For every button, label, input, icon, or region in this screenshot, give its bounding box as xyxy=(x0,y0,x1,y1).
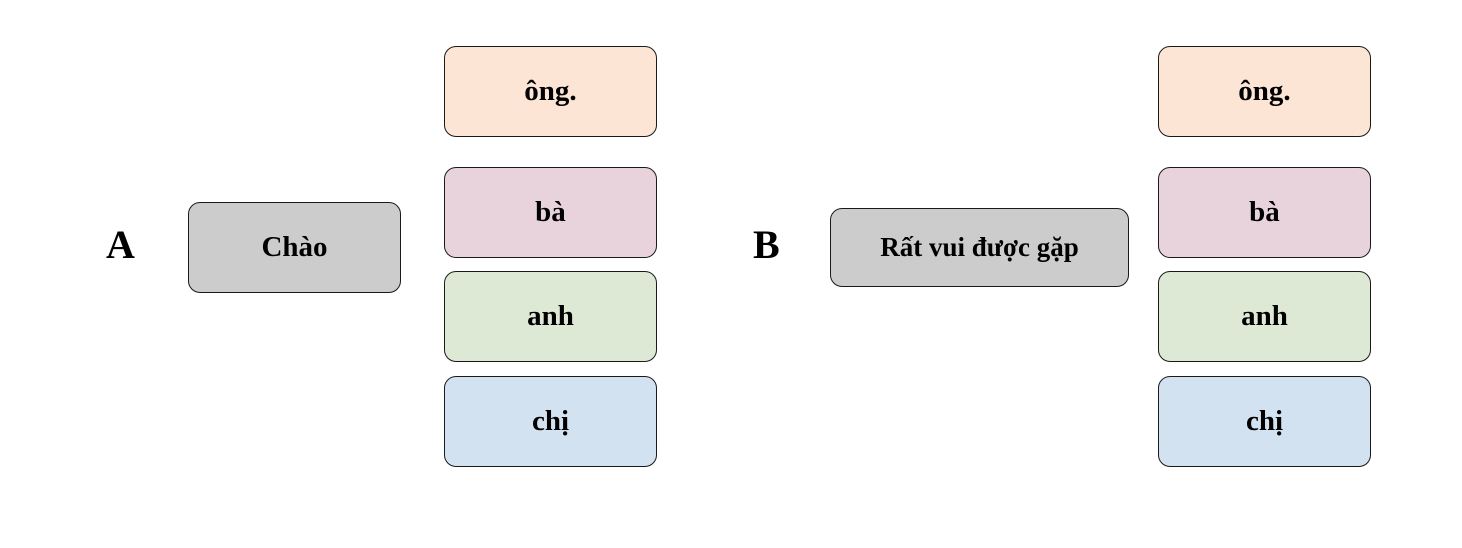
group-label-a: A xyxy=(106,222,135,267)
stem-box-a: Chào xyxy=(188,202,401,293)
option-a-chi: chị xyxy=(444,376,657,467)
option-b-anh: anh xyxy=(1158,271,1371,362)
option-b-ba: bà xyxy=(1158,167,1371,258)
option-a-ong: ông. xyxy=(444,46,657,137)
option-b-ong: ông. xyxy=(1158,46,1371,137)
option-b-chi: chị xyxy=(1158,376,1371,467)
option-a-ba: bà xyxy=(444,167,657,258)
stem-box-b: Rất vui được gặp xyxy=(830,208,1129,287)
option-a-anh: anh xyxy=(444,271,657,362)
group-label-b: B xyxy=(753,222,780,267)
